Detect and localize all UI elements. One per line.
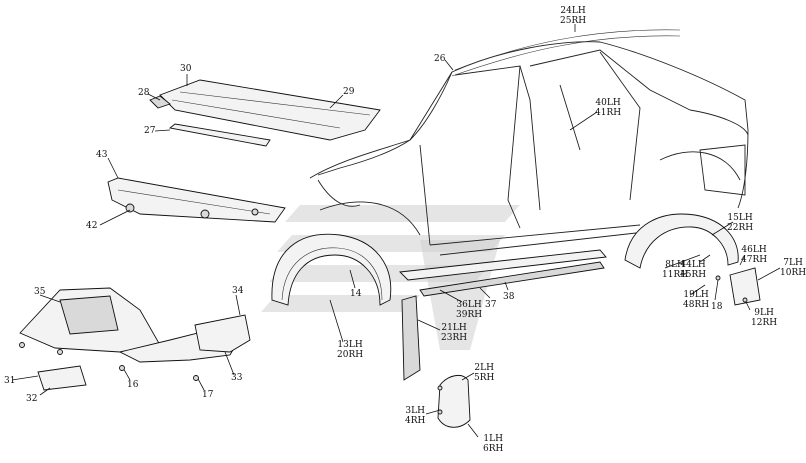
front-lower-extension <box>401 295 421 381</box>
callout-33[interactable]: 33 <box>231 373 243 383</box>
rear-mud-flap <box>729 267 761 306</box>
callout-42[interactable]: 42 <box>86 221 98 231</box>
callout-29[interactable]: 29 <box>343 87 355 97</box>
car-body-outline <box>309 29 749 256</box>
callout-38[interactable]: 38 <box>503 292 515 302</box>
watermark-logo <box>261 205 520 350</box>
leader-lines <box>11 24 781 438</box>
rear-wheel-liner <box>624 213 739 269</box>
callout-18[interactable]: 18 <box>711 302 723 312</box>
front-bracket <box>107 177 286 223</box>
callout-37[interactable]: 37 <box>485 300 497 310</box>
fasteners <box>19 275 748 415</box>
side-skirt <box>399 249 607 297</box>
callout-31[interactable]: 31 <box>4 376 16 386</box>
callout-16[interactable]: 16 <box>127 380 139 390</box>
callout-27[interactable]: 27 <box>144 126 156 136</box>
callout-43[interactable]: 43 <box>96 150 108 160</box>
callout-17[interactable]: 17 <box>202 390 214 400</box>
cowl-panel <box>149 79 381 147</box>
callout-35[interactable]: 35 <box>34 287 46 297</box>
callout-14[interactable]: 14 <box>350 289 362 299</box>
callout-30[interactable]: 30 <box>180 64 192 74</box>
callout-32[interactable]: 32 <box>26 394 38 404</box>
front-wheel-liner <box>271 233 392 306</box>
callout-34[interactable]: 34 <box>232 286 244 296</box>
callout-26[interactable]: 26 <box>434 54 446 64</box>
mud-guard <box>437 374 471 428</box>
engine-undertray <box>19 287 251 363</box>
license-plate-bracket <box>37 365 87 391</box>
callout-28[interactable]: 28 <box>138 88 150 98</box>
